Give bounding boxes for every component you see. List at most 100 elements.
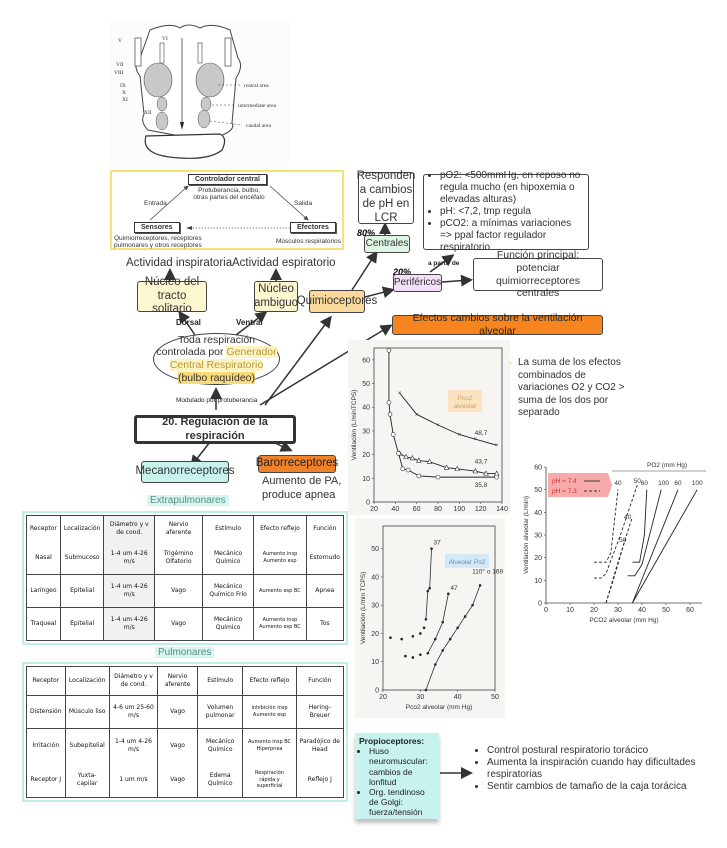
modulated-label: Modulado por protuberancia — [176, 397, 258, 404]
data-point: × — [474, 437, 478, 443]
y-axis-label: Ventilación (L/min TCPS) — [360, 572, 367, 645]
nerve-label: V — [118, 38, 122, 44]
y-tick-label: 10 — [371, 659, 379, 666]
data-point — [426, 458, 433, 464]
x-tick-label: 20 — [590, 607, 598, 614]
x-tick-label: 60 — [413, 506, 421, 513]
x-axis-label: PCO2 alveolar (mm Hg) — [589, 617, 658, 624]
effectors-subtitle: Músculos respiratorios — [276, 238, 342, 245]
extrapulmonary-label: Extrapulmonares — [147, 495, 229, 506]
y-tick-label: 30 — [371, 603, 379, 610]
table-cell: Aumento insp Aumento esp BC — [253, 607, 307, 641]
proprioceptors-note[interactable]: Propioceptores: Huso neuromuscular: camb… — [355, 733, 439, 819]
table-cell: Paradójico de Head — [295, 728, 345, 763]
series-line — [594, 489, 619, 563]
central-controller-subtitle: Protuberancia, bulbo, otras partes del e… — [193, 187, 265, 202]
table-cell: 1-4 um 4-26 m/s — [103, 607, 156, 641]
x-tick-label: 30 — [614, 607, 622, 614]
table-header: Diámetro y v de cond. — [103, 515, 156, 542]
table-cell: Edema Químico — [196, 763, 244, 798]
nerve-label: VIII — [114, 70, 124, 76]
sensors-subtitle: Quimiorreceptores, receptores pulmonares… — [114, 235, 202, 250]
data-point: × — [458, 432, 462, 438]
baroreceptors-note: Aumento de PA, produce apnea — [262, 475, 342, 501]
x-tick-label: 40 — [454, 694, 462, 701]
extrapulmonary-table: Receptor Localización Diámetro y v de co… — [22, 511, 348, 645]
data-point — [419, 632, 422, 635]
y-tick-label: 50 — [362, 381, 370, 388]
central-chemoreceptors-node[interactable]: Centrales — [364, 235, 410, 253]
data-point — [419, 653, 422, 656]
annotation-label: Pco2 — [458, 395, 473, 402]
y-tick-label: 10 — [534, 578, 542, 585]
peripheral-bullet: pCO2: a mínimas variaciones => ppal fact… — [440, 218, 584, 254]
series-label: 43,7 — [475, 459, 488, 466]
nucleus-tractus-solitarius[interactable]: Núcleo del tracto solitario — [137, 276, 207, 315]
nerve-label: XI — [122, 97, 128, 103]
table-row: Traqueal Epitelial 1-4 um 4-26 m/s Vago … — [26, 607, 345, 641]
y-tick-label: 50 — [534, 487, 542, 494]
data-point — [415, 457, 422, 463]
table-header-row: Receptor Localización Diámetro y v de co… — [26, 515, 345, 542]
table-cell: Receptor J — [26, 763, 66, 798]
table-cell: Mecánico Químico Frío — [201, 574, 255, 608]
data-point — [447, 592, 450, 596]
inspiratory-activity-label: Actividad inspiratoria — [126, 257, 233, 269]
series-label: 110° o 169 × — [472, 567, 505, 575]
data-point: × — [436, 423, 440, 429]
table-header: Estímulo — [201, 515, 255, 542]
table-cell: Vago — [157, 695, 198, 729]
data-point — [472, 468, 479, 474]
data-point — [404, 654, 407, 658]
data-point: × — [398, 391, 402, 397]
generator-highlight: Generador Central Respiratorio — [169, 346, 277, 371]
table-header: Receptor — [26, 666, 66, 696]
table-cell: Reflejo J — [295, 763, 345, 798]
curve-label: 40 — [614, 480, 622, 487]
output-label: Salida — [294, 200, 313, 207]
series-label: 47 — [450, 585, 458, 592]
chemoreceptors-node[interactable]: Quimioceptores — [297, 290, 377, 313]
table-cell: Epitelial — [59, 607, 105, 641]
series-line — [632, 489, 698, 604]
data-point — [494, 474, 499, 480]
table-cell: 1-4 um 4-26 m/s — [103, 542, 156, 575]
generator-location: (bulbo raquídeo) — [177, 371, 256, 384]
nerve-label: IX — [120, 83, 126, 89]
effectors-box: Efectores — [290, 222, 336, 233]
respiratory-generator-node[interactable]: Toda respiración controlada por Generado… — [153, 333, 280, 385]
proprioceptor-effect: Aumenta la inspiración cuando hay dificu… — [487, 757, 715, 781]
data-point — [424, 618, 428, 621]
series-line — [627, 489, 662, 577]
table-cell: Hering-Breuer — [295, 695, 345, 729]
data-point — [435, 474, 441, 480]
x-tick-label: 20 — [379, 694, 387, 701]
pulmonary-label: Pulmonares — [155, 647, 215, 658]
loop-arrows — [149, 185, 309, 230]
baroreceptors-node[interactable]: Barorreceptores — [256, 455, 338, 473]
area-label: caudal area — [246, 123, 271, 129]
y-tick-label: 20 — [362, 452, 370, 459]
mechanoreceptors-node[interactable]: Mecanorreceptores — [135, 461, 235, 483]
table-cell: Laríngeo — [26, 574, 61, 608]
nucleus-ambiguus[interactable]: Núcleo ambiguo — [254, 281, 298, 312]
data-point — [386, 348, 392, 353]
table-cell: Apnea — [305, 574, 345, 608]
main-topic-node[interactable]: 20. Regulación de la respiración — [134, 415, 296, 444]
series-line — [399, 453, 497, 475]
peripheral-chemoreceptors-node[interactable]: Periféricos — [393, 274, 442, 292]
series-label: 37 — [434, 540, 442, 547]
ventilation-effects-node[interactable]: Efectos cambios sobre la ventilación alv… — [392, 312, 603, 337]
x-tick-label: 50 — [662, 607, 670, 614]
x-tick-label: 30 — [416, 694, 424, 701]
proprioceptor-item: Org. tendinoso de Golgi: fuerza/tensión — [369, 787, 435, 818]
table-cell: Estornudo — [305, 542, 345, 575]
fit-line — [425, 548, 432, 620]
data-point — [422, 626, 426, 630]
data-point: × — [495, 443, 499, 449]
series-line — [399, 392, 497, 446]
table-header: Efecto reflejo — [253, 515, 307, 542]
series-line — [388, 350, 497, 478]
